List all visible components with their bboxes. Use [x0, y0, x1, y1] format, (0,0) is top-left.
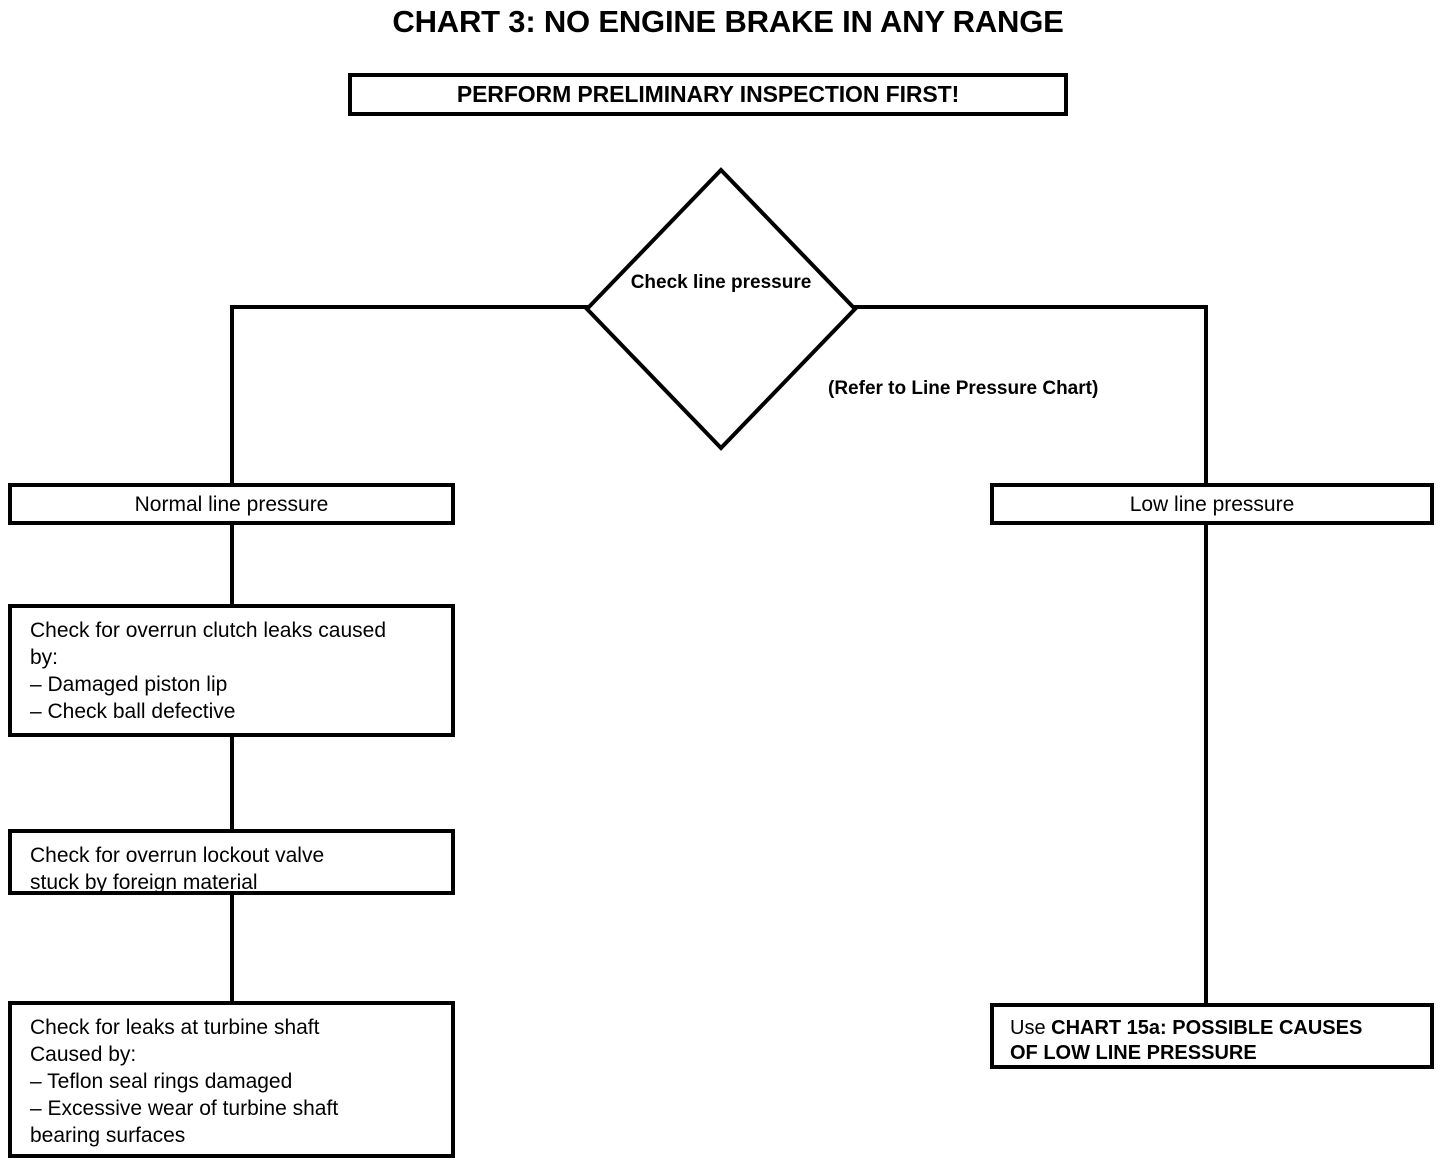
box-use-chart-15a-text: Use CHART 15a: POSSIBLE CAUSES OF LOW LI…: [1010, 1017, 1362, 1064]
connector-right-drop: [1204, 305, 1208, 1005]
box-normal-line-pressure: Normal line pressure: [8, 483, 455, 525]
box-overrun-lockout-valve: Check for overrun lockout valve stuck by…: [8, 829, 455, 895]
box-normal-line-pressure-label: Normal line pressure: [134, 492, 329, 516]
box-low-line-pressure-label: Low line pressure: [1129, 492, 1295, 516]
page-title: CHART 3: NO ENGINE BRAKE IN ANY RANGE: [392, 4, 1064, 39]
chart-15a-reference: CHART 15a: POSSIBLE CAUSES OF LOW LINE P…: [1010, 1017, 1363, 1064]
box-turbine-shaft-leaks: Check for leaks at turbine shaft Caused …: [8, 1001, 455, 1158]
banner-label: PERFORM PRELIMINARY INSPECTION FIRST!: [456, 81, 960, 107]
box-overrun-lockout-valve-label: Check for overrun lockout valve stuck by…: [30, 844, 325, 894]
connector-diamond-left-horizontal: [230, 305, 590, 309]
box-turbine-shaft-leaks-label: Check for leaks at turbine shaft Caused …: [30, 1016, 339, 1147]
connector-left-step2: [230, 735, 234, 831]
decision-label: Check line pressure: [630, 272, 812, 293]
box-overrun-clutch-leaks: Check for overrun clutch leaks caused by…: [8, 604, 455, 737]
decision-diamond: [583, 166, 859, 452]
diamond-shape: [584, 167, 858, 451]
refer-to-line-pressure-chart-note: (Refer to Line Pressure Chart): [828, 378, 1099, 399]
box-overrun-clutch-leaks-label: Check for overrun clutch leaks caused by…: [30, 619, 387, 723]
chart-15a-prefix: Use: [1010, 1017, 1052, 1039]
box-use-chart-15a: Use CHART 15a: POSSIBLE CAUSES OF LOW LI…: [990, 1003, 1434, 1069]
connector-left-step3: [230, 893, 234, 1003]
connector-left-step1: [230, 524, 234, 606]
connector-left-drop: [230, 305, 234, 487]
connector-diamond-right-horizontal: [852, 305, 1208, 309]
preliminary-inspection-banner: PERFORM PRELIMINARY INSPECTION FIRST!: [348, 73, 1068, 116]
box-low-line-pressure: Low line pressure: [990, 483, 1434, 525]
